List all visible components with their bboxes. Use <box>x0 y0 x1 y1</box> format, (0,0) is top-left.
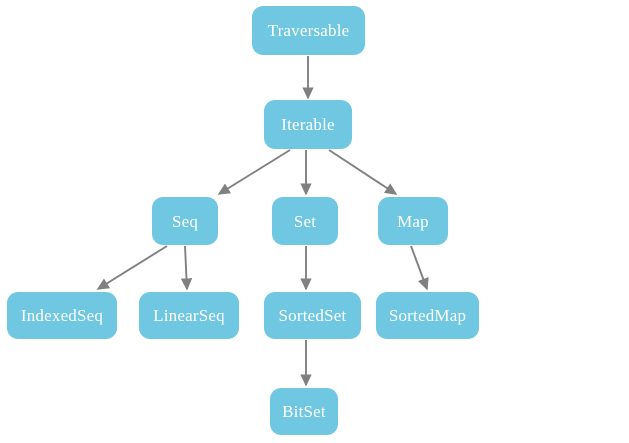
node-label-indexedseq: IndexedSeq <box>20 306 104 325</box>
edge-seq-indexedseq <box>96 245 168 290</box>
node-label-set: Set <box>293 211 317 231</box>
edge-iterable-map <box>328 149 398 195</box>
edge-map-sortedmap <box>410 245 429 291</box>
node-sortedmap[interactable]: SortedMap <box>376 292 479 339</box>
node-seq[interactable]: Seq <box>152 197 218 245</box>
node-label-seq: Seq <box>171 211 199 231</box>
node-label-iterable: Iterable <box>281 115 335 134</box>
node-label-linearseq: LinearSeq <box>153 306 225 325</box>
node-label-sortedset: SortedSet <box>278 306 347 325</box>
node-indexedseq[interactable]: IndexedSeq <box>7 292 117 339</box>
node-set[interactable]: Set <box>272 197 338 245</box>
node-traversable[interactable]: Traversable <box>252 6 365 55</box>
node-iterable[interactable]: Iterable <box>264 100 352 149</box>
edge-iterable-seq <box>217 149 291 195</box>
node-label-bitset: BitSet <box>282 402 326 421</box>
edge-seq-linearseq <box>180 245 193 291</box>
node-bitset[interactable]: BitSet <box>270 388 338 435</box>
node-sortedset[interactable]: SortedSet <box>264 292 361 339</box>
node-label-sortedmap: SortedMap <box>388 306 467 325</box>
node-label-traversable: Traversable <box>267 21 350 40</box>
node-map[interactable]: Map <box>378 197 448 245</box>
node-label-map: Map <box>397 211 429 231</box>
node-linearseq[interactable]: LinearSeq <box>139 292 239 339</box>
